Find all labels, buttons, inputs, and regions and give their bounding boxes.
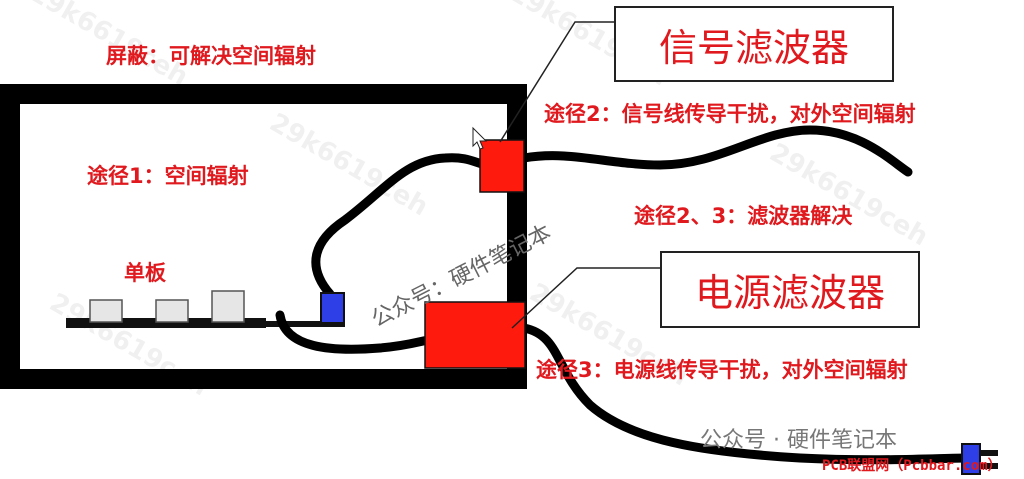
internal-signal-cable (311, 153, 493, 299)
external-signal-cable (519, 125, 913, 177)
board-connector (320, 292, 345, 324)
external-power-cable (519, 323, 973, 465)
path3-label: 途径3：电源线传导干扰，对外空间辐射 (536, 358, 908, 382)
chip-3 (211, 290, 245, 323)
signal-filter-block (479, 139, 525, 193)
signal-callout-line (499, 21, 616, 143)
plug-pin-bottom (980, 463, 998, 469)
power-filter-block (424, 301, 526, 369)
path2-label: 途径2：信号线传导干扰，对外空间辐射 (544, 102, 916, 126)
power-filter-label-box: 电源滤波器 (660, 251, 920, 328)
chip-1 (89, 299, 123, 323)
signal-filter-label-box: 信号滤波器 (614, 6, 894, 82)
internal-power-cable (275, 310, 433, 354)
plug-body (961, 443, 981, 475)
plug-pin-top (980, 450, 998, 456)
path23-label: 途径2、3：滤波器解决 (634, 204, 853, 228)
cursor-icon (472, 126, 488, 150)
board (66, 318, 266, 328)
shield-label: 屏蔽：可解决空间辐射 (106, 44, 316, 68)
power-callout-line (511, 267, 660, 329)
chip-2 (155, 299, 189, 323)
shield-enclosure (0, 84, 527, 389)
path1-label: 途径1：空间辐射 (87, 164, 249, 188)
board-label: 单板 (124, 261, 166, 285)
bottom-watermark: 公众号 · 硬件笔记本 (700, 428, 897, 453)
footer-watermark: PCB联盟网（Pcbbar.com） (822, 458, 1002, 474)
